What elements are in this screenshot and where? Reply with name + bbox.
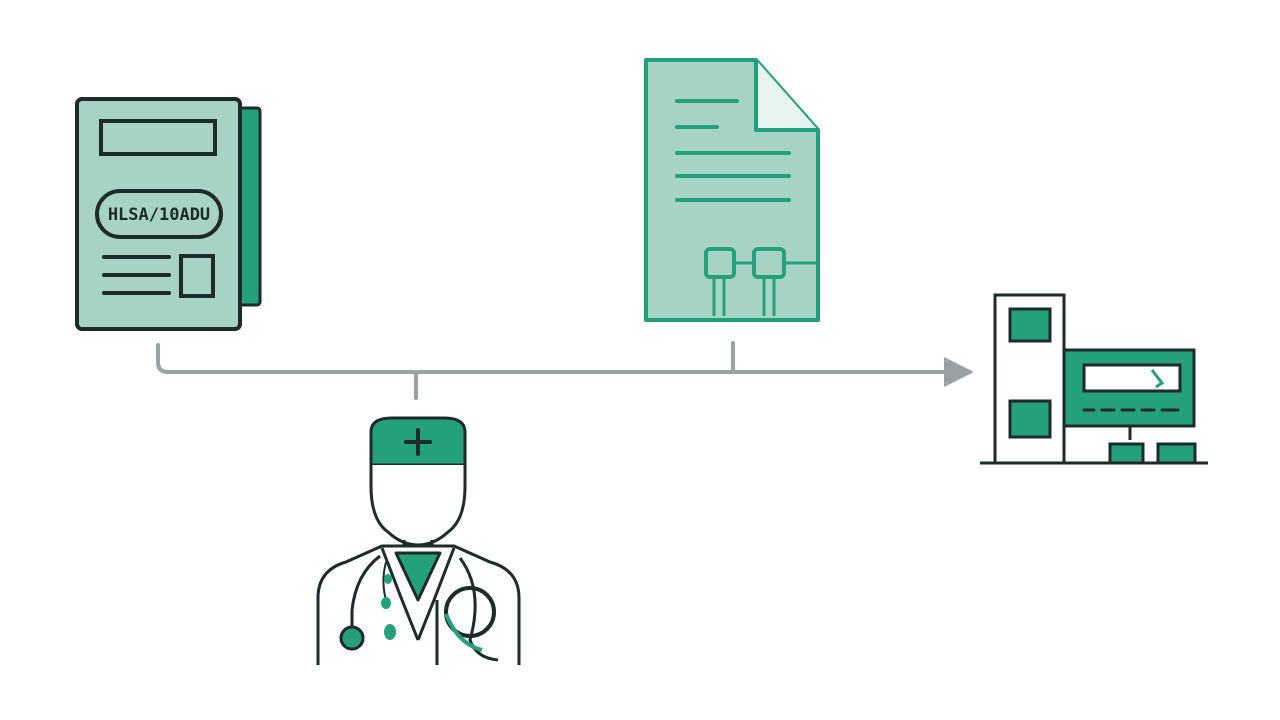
connector-lines bbox=[156, 341, 948, 400]
connector-from-card bbox=[156, 343, 948, 374]
arrowhead-icon bbox=[944, 357, 974, 387]
document-icon bbox=[644, 58, 820, 322]
id-card-icon: HLSA/10ADU bbox=[75, 97, 262, 331]
hospital-icon bbox=[980, 293, 1208, 465]
doctor-icon bbox=[316, 416, 521, 665]
card-label: HLSA/10ADU bbox=[108, 205, 210, 225]
